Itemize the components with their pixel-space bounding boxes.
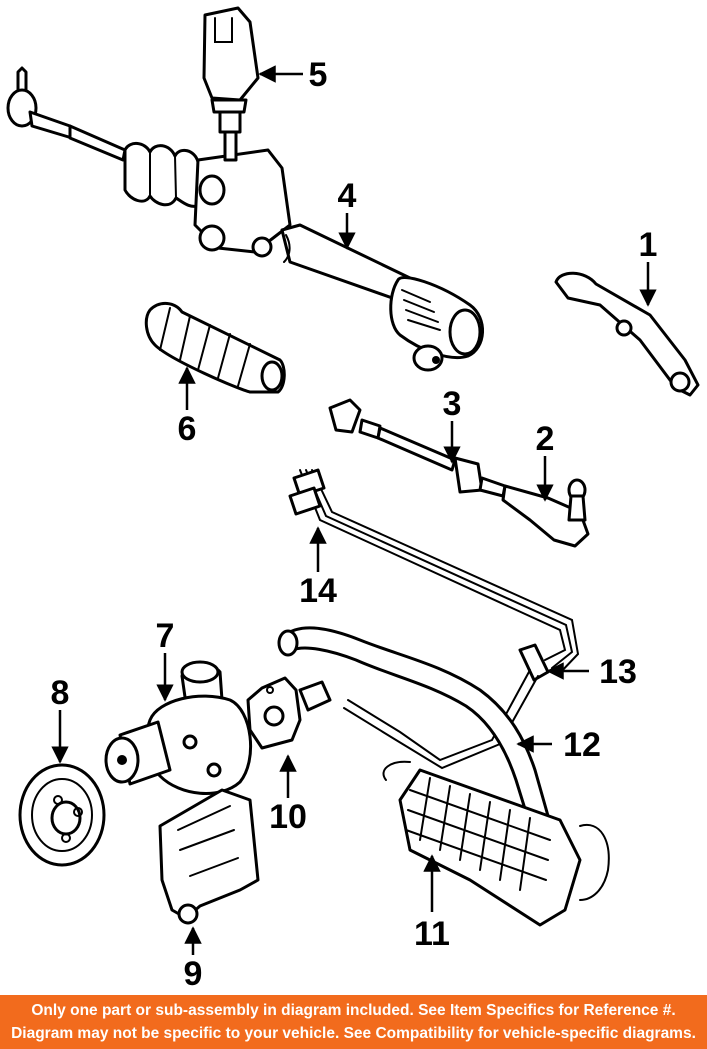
pressure-lines-part[interactable] [288,468,580,676]
callout-label-8: 8 [51,674,70,712]
power-steering-pump-part[interactable] [104,660,253,795]
callout-12: 12 [516,726,601,764]
callout-6: 6 [178,366,197,448]
callout-4: 4 [338,177,357,250]
callout-label-13: 13 [599,653,637,691]
callout-5: 5 [258,56,328,94]
callout-2: 2 [536,420,555,502]
gasket-part[interactable] [246,676,302,750]
callout-14: 14 [299,526,337,610]
rack-boot-part[interactable] [144,302,286,394]
callout-label-2: 2 [536,420,555,458]
callout-3: 3 [443,385,462,464]
callout-label-4: 4 [338,177,357,215]
callout-10: 10 [269,754,307,836]
callout-label-1: 1 [639,226,658,264]
callout-7: 7 [156,617,175,702]
callout-label-14: 14 [299,572,337,610]
callout-label-7: 7 [156,617,175,655]
disclaimer-line-2: Diagram may not be specific to your vehi… [11,1025,696,1042]
steering-rack-part[interactable] [6,6,484,372]
callout-label-12: 12 [563,726,601,764]
callout-label-3: 3 [443,385,462,423]
callout-label-10: 10 [269,798,307,836]
callout-label-11: 11 [414,915,450,953]
callout-11: 11 [414,854,450,953]
steering-arm-part[interactable] [554,271,700,397]
mounting-bracket-part[interactable] [158,788,260,925]
pulley-part[interactable] [18,763,106,867]
inner-tie-rod-part[interactable] [328,398,507,498]
parts-diagram: 1 2 3 4 5 6 7 8 9 10 11 12 [6,6,700,993]
callout-13: 13 [546,653,637,691]
disclaimer-line-1: Only one part or sub-assembly in diagram… [31,1002,676,1019]
callout-1: 1 [639,226,658,307]
callout-9: 9 [184,926,203,993]
callout-label-9: 9 [184,955,203,993]
hose-part[interactable] [277,626,554,840]
callout-8: 8 [51,674,70,764]
callout-label-6: 6 [178,410,197,448]
outer-tie-rod-end-part[interactable] [501,478,590,548]
cooler-part[interactable] [382,760,610,927]
disclaimer-banner: Only one part or sub-assembly in diagram… [0,995,707,1049]
callout-label-5: 5 [309,56,328,94]
